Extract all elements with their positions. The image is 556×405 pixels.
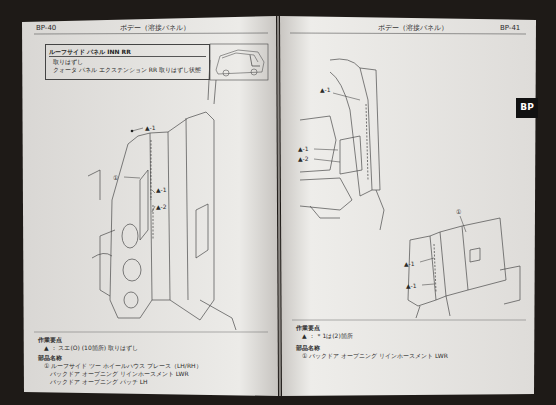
callout-number: ▲-1 (406, 282, 417, 289)
callout-number: ▲-1 (145, 124, 156, 131)
leader-lines (314, 93, 466, 285)
footer-rule (292, 320, 526, 321)
callout-number: ① (456, 208, 461, 215)
part-name: ① ルーフサイド ツー ホイールハウス ブレース（LH/RH） (44, 362, 202, 369)
callout-number: ▲-1 (404, 260, 415, 267)
spine (278, 16, 280, 396)
footer-rule (34, 332, 268, 333)
callout-number: ▲-2 (298, 155, 309, 162)
right-page (280, 16, 536, 396)
weld-marks (366, 104, 436, 292)
box-heading: ルーフサイド パネル INN RR (49, 48, 206, 57)
procedure-text: 取りはずし (49, 58, 206, 66)
leader-lines (124, 128, 155, 212)
part-name: バックドア オープニング パッチ LH (50, 378, 148, 385)
right-illustration (300, 59, 520, 318)
section-heading: 作業要点 (296, 324, 320, 331)
left-page (22, 16, 278, 396)
left-illustration (88, 60, 236, 330)
callout-number: ▲-1 (156, 186, 167, 193)
part-name: バックドア オープニング リインホースメント LWR (50, 370, 189, 377)
running-header: ボデー（溶接パネル） (378, 24, 448, 33)
part-name: ① バックドア オープニング リインホースメント LWR (302, 352, 448, 359)
header-rule (290, 33, 526, 34)
procedure-text: クォータ パネル エクステンション RR 取りはずし状態 (49, 66, 206, 74)
work-note: ▲ ： スエ(O) (10箇所) 取りはずし (44, 344, 138, 351)
page-number: BP-41 (500, 24, 520, 33)
work-note: ▲ ： ＊1は(2)箇所 (302, 332, 353, 339)
thumbnail-frame (210, 44, 268, 80)
title-box: ルーフサイド パネル INN RR取りはずしクォータ パネル エクステンション … (45, 44, 210, 80)
section-heading: 部品名称 (296, 344, 320, 351)
section-tab: BP (516, 98, 538, 118)
callout-number: ▲-2 (156, 203, 167, 210)
running-header: ボデー（溶接パネル） (120, 24, 190, 33)
weld-spot (131, 130, 134, 133)
page-number: BP-40 (36, 24, 56, 33)
callout-number: ▲-1 (298, 145, 309, 152)
section-heading: 作業要点 (38, 336, 62, 343)
tab-text: BP (518, 100, 536, 114)
car-thumbnail (216, 50, 264, 76)
section-heading: 部品名称 (38, 354, 62, 361)
callout-number: ① (113, 174, 118, 181)
callout-number: ▲-1 (320, 86, 331, 93)
header-rule (34, 33, 268, 34)
